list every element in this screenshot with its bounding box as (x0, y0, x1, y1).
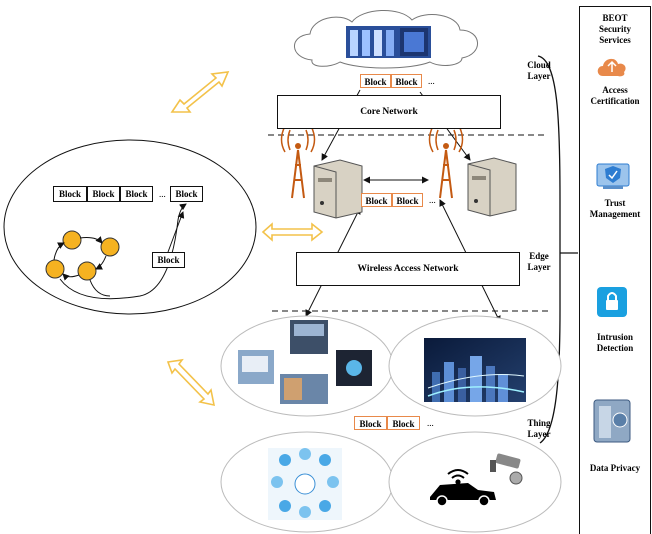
device-users-images (238, 320, 372, 404)
service-label-line1: Trust (604, 198, 626, 208)
chain-block-1: Block (53, 186, 87, 202)
cloud-block-2: Block (391, 74, 422, 88)
cloud-block-ellipsis: ... (428, 76, 435, 86)
thing-layer-label-line2: Layer (527, 429, 551, 439)
wifi-icon (447, 469, 469, 485)
thing-layer-label: Thing Layer (522, 418, 556, 440)
double-arrow-middle-icon (261, 222, 324, 242)
cloud-upload-icon (597, 58, 626, 77)
thing-ellipse-vehicle (388, 431, 562, 533)
service-label-line1: Intrusion (596, 332, 633, 342)
iot-hub-image (268, 448, 342, 520)
thing-block-ellipsis: ... (427, 418, 434, 428)
edge-block-ellipsis: ... (429, 195, 436, 205)
services-title-line2: Security (599, 24, 631, 34)
consensus-nodes (45, 230, 120, 297)
server-left-icon (313, 159, 363, 219)
thing-block-1: Block (354, 416, 387, 430)
service-label-line2: Certification (590, 96, 640, 106)
double-arrow-top-icon (170, 71, 230, 113)
chain-block-2: Block (87, 186, 120, 202)
services-title-line3: Services (599, 35, 631, 45)
tower-left-icon (280, 125, 316, 199)
edge-layer-label-line2: Layer (527, 262, 551, 272)
service-label-line2: Detection (596, 343, 634, 353)
service-intrusion-detection: Intrusion Detection (579, 332, 651, 354)
cloud-layer-label-line2: Layer (527, 71, 551, 81)
trust-shield-icon (596, 163, 630, 189)
camera-icon (490, 453, 523, 485)
chain-ellipsis: ... (159, 189, 166, 199)
thing-block-2: Block (387, 416, 420, 430)
edge-block-2: Block (392, 193, 423, 207)
thing-layer-label-line1: Thing (527, 418, 551, 428)
blockchain-ellipse (3, 139, 257, 315)
service-trust-management: Trust Management (579, 198, 651, 220)
security-services-panel (579, 6, 651, 534)
cloud-block-1: Block (360, 74, 391, 88)
service-label-line1: Access (602, 85, 628, 95)
edge-block-1: Block (361, 193, 392, 207)
cloud-layer-label: Cloud Layer (522, 60, 556, 82)
double-arrow-bottom-icon (166, 358, 216, 407)
chain-lower-link (167, 211, 185, 253)
chain-lower-block: Block (152, 252, 185, 268)
service-access-certification: Access Certification (579, 85, 651, 107)
server-right-icon (467, 157, 517, 217)
cloud-layer-label-line1: Cloud (527, 60, 551, 70)
chain-block-3: Block (120, 186, 153, 202)
layer-brace (537, 55, 578, 444)
tower-right-icon (428, 125, 464, 199)
lock-icon (597, 287, 627, 317)
wireless-access-network-label: Wireless Access Network (357, 264, 459, 274)
car-icon (430, 483, 496, 507)
chain-tail-block: Block (170, 186, 203, 202)
data-center-image (346, 26, 431, 58)
core-network-box: Core Network (277, 95, 501, 129)
services-title-line1: BEOT (602, 13, 628, 23)
security-services-title: BEOT Security Services (579, 13, 651, 46)
service-label-line1: Data Privacy (589, 463, 641, 473)
smart-city-image (424, 338, 526, 402)
edge-layer-label: Edge Layer (522, 251, 556, 273)
core-network-label: Core Network (360, 107, 418, 117)
wireless-access-network-box: Wireless Access Network (296, 252, 520, 286)
edge-layer-label-line1: Edge (529, 251, 549, 261)
service-data-privacy: Data Privacy (579, 463, 651, 474)
vault-icon (593, 399, 631, 443)
service-label-line2: Management (589, 209, 641, 219)
